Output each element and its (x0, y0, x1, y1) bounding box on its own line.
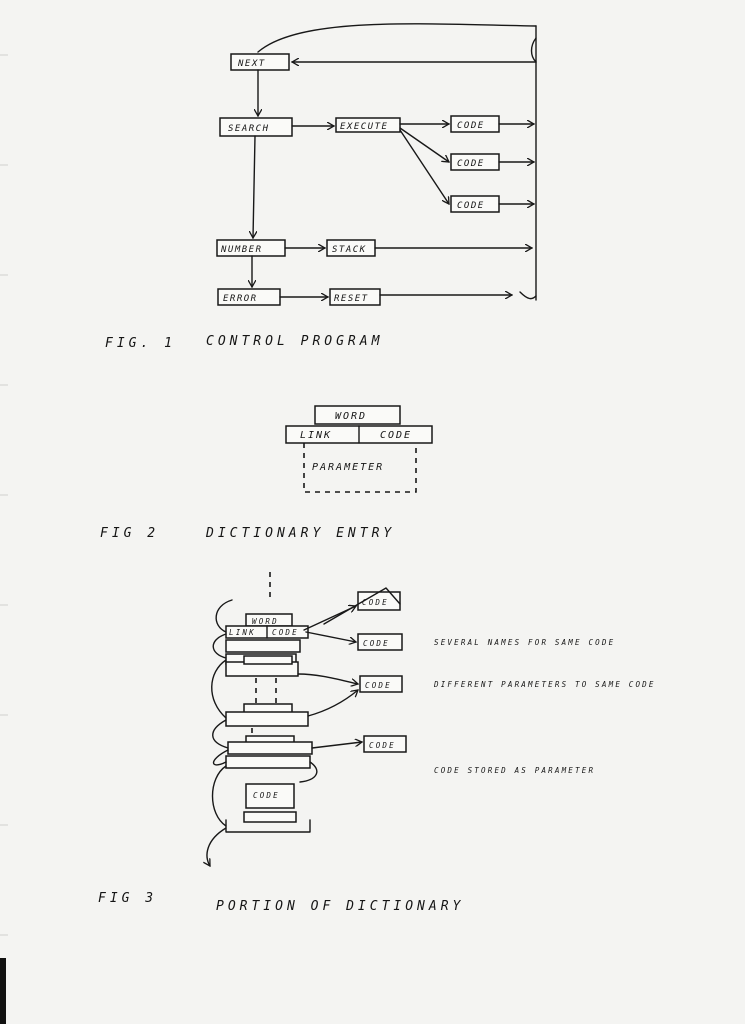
fig3-code-box-3 (359, 675, 403, 693)
fig3-code-box-3-label: CODE (365, 681, 392, 690)
fig3-caption-title: PORTION OF DICTIONARY (216, 899, 464, 914)
node-execute-box (335, 117, 401, 133)
stack-code-label: CODE (272, 628, 299, 637)
entry-code-label: CODE (380, 430, 412, 441)
fig2-caption-title: DICTIONARY ENTRY (205, 526, 395, 541)
fig1-control-program: NEXT SEARCH EXECUTE CODE CODE CODE NUMBE… (216, 23, 537, 306)
stack-word-label: WORD (252, 617, 279, 626)
fig2-dictionary-entry: WORD LINK CODE PARAMETER (285, 405, 433, 493)
stack-code-stored-label: CODE (253, 791, 280, 800)
fig2-caption-number: FIG 2 (100, 526, 159, 541)
margin-marks (0, 54, 8, 936)
note-several-names: SEVERAL NAMES FOR SAME CODE (434, 638, 615, 647)
node-next-label: NEXT (237, 59, 266, 69)
node-search-label: SEARCH (228, 124, 270, 134)
node-number-label: NUMBER (220, 245, 263, 255)
note-different-parameters: DIFFERENT PARAMETERS TO SAME CODE (433, 680, 656, 689)
fig3-code-box-4-label: CODE (369, 741, 396, 750)
entry-parameter-area (303, 443, 417, 493)
fig3-code-box-4 (363, 735, 407, 753)
node-reset-label: RESET (334, 294, 369, 304)
scan-edge-bar (0, 958, 6, 1024)
fig3-code-box-1-label: CODE (362, 598, 389, 607)
stack-link-label: LINK (229, 628, 256, 637)
fig3-caption-number: FIG 3 (98, 891, 157, 906)
node-error-label: ERROR (223, 294, 258, 304)
fig3-code-box-2-label: CODE (363, 639, 390, 648)
node-code3-label: CODE (457, 201, 485, 211)
fig1-caption-title: CONTROL PROGRAM (206, 334, 383, 349)
node-stack-label: STACK (332, 245, 367, 255)
entry-parameter-label: PARAMETER (312, 462, 384, 473)
fig3-code-box-2 (357, 633, 403, 651)
note-code-stored: CODE STORED AS PARAMETER (434, 766, 595, 775)
node-reset-box (329, 288, 381, 306)
fig1-caption-number: FIG. 1 (105, 336, 176, 351)
entry-link-label: LINK (300, 430, 332, 441)
node-code2-label: CODE (457, 159, 485, 169)
fig3-portion-of-dictionary: WORD LINK CODE CODE CODE (207, 572, 656, 866)
node-next-box (230, 53, 290, 71)
node-execute-label: EXECUTE (340, 122, 388, 132)
entry-word-label: WORD (335, 411, 367, 422)
node-search-box (219, 117, 293, 137)
node-code1-label: CODE (457, 121, 485, 131)
entry-word-box (314, 405, 401, 425)
